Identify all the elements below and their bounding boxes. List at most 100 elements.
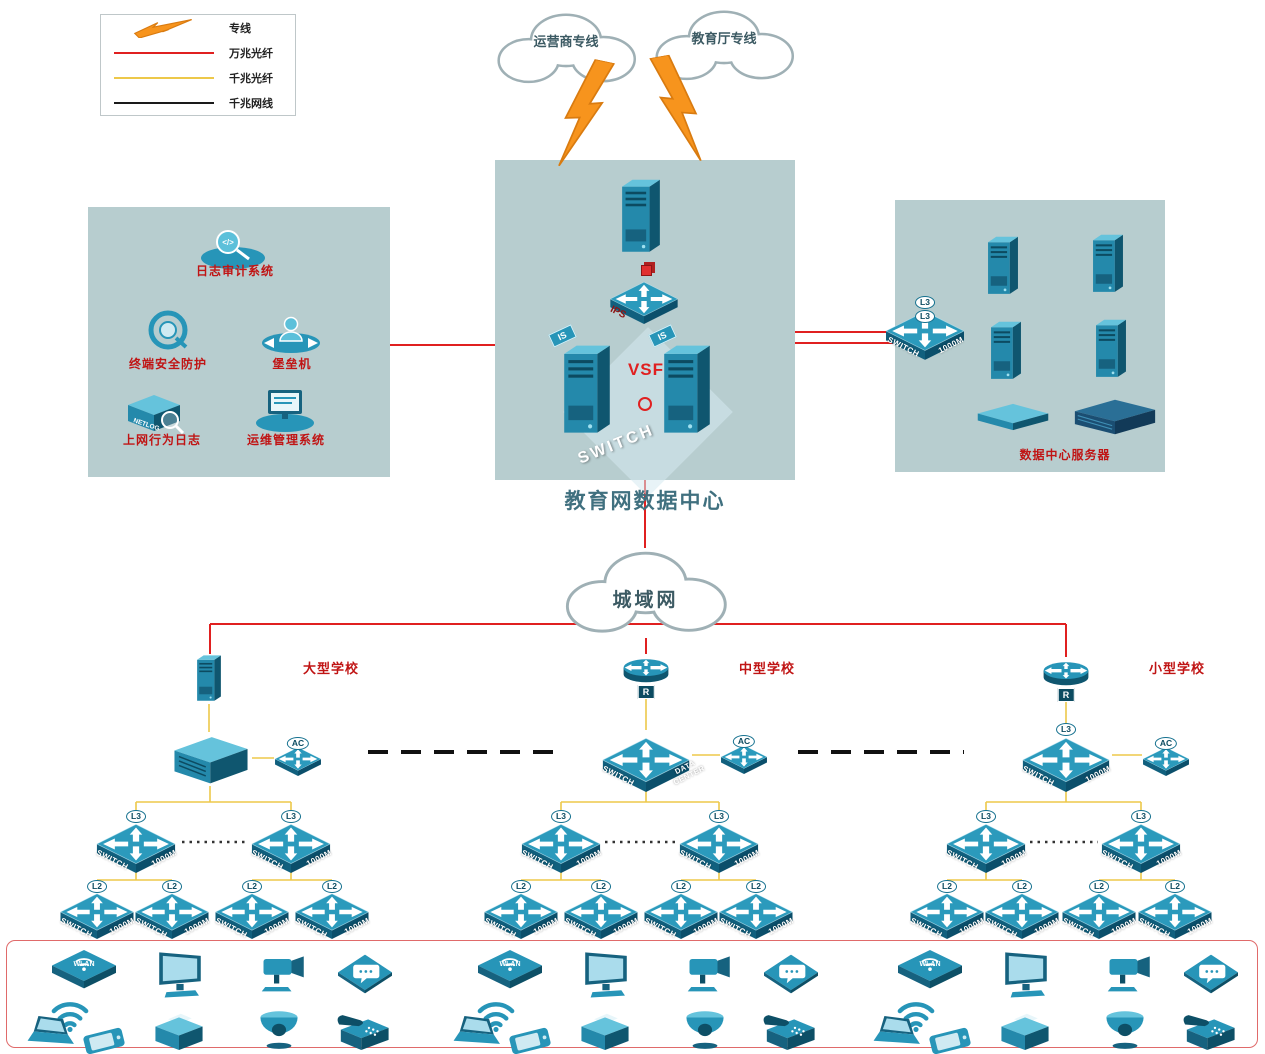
smartphone-icon[interactable] — [506, 1026, 554, 1054]
wlan-label: WLAN — [73, 960, 95, 968]
l3-switch[interactable]: L3 SWITCH 1000M — [250, 810, 333, 873]
dc-server-4[interactable] — [1088, 313, 1134, 381]
switch-layer-badge: L2 — [162, 880, 182, 893]
l2-switch[interactable]: L2 SWITCH 1000M — [214, 880, 291, 939]
l2-switch[interactable]: L2 SWITCH 1000M — [134, 880, 211, 939]
switch-icon — [134, 885, 210, 939]
legend-label: 千兆光纤 — [229, 72, 273, 85]
l3-switch[interactable]: L3 SWITCH 1000M — [1100, 810, 1183, 873]
education-line-cloud[interactable]: 教育厅专线 — [645, 2, 803, 90]
l3-switch[interactable]: L3 SWITCH 1000M — [678, 810, 761, 873]
wireless-ap-icon[interactable]: WLAN — [478, 948, 542, 994]
l2-switch[interactable]: L2 SWITCH 1000M — [1137, 880, 1214, 939]
l2-switch[interactable]: L2 SWITCH 1000M — [294, 880, 371, 939]
ops-management-icon[interactable] — [252, 386, 318, 434]
net-behavior-log-label: 上网行为日志 — [122, 433, 201, 447]
wireless-ap-icon[interactable]: WLAN — [52, 948, 116, 994]
l2-switch[interactable]: L2 SWITCH 1000M — [59, 880, 136, 939]
dome-camera-icon[interactable] — [682, 1008, 728, 1050]
ptz-camera-icon[interactable] — [252, 952, 310, 994]
wlan-label: WLAN — [919, 960, 941, 968]
large-school-server-icon[interactable] — [190, 650, 228, 704]
printer-icon[interactable] — [150, 1010, 208, 1052]
desk-phone-icon[interactable] — [1180, 1014, 1238, 1052]
messaging-icon[interactable] — [1184, 954, 1238, 994]
dome-camera-icon[interactable] — [256, 1008, 302, 1050]
switch-layer-badge: L2 — [746, 880, 766, 893]
switch-icon — [643, 885, 719, 939]
dc-storage-array[interactable] — [975, 402, 1051, 432]
messaging-icon[interactable] — [764, 954, 818, 994]
l2-switch[interactable]: L2 SWITCH 1000M — [643, 880, 720, 939]
medium-school-ac-controller[interactable]: AC — [720, 735, 768, 774]
vsf-label: VSF — [627, 360, 665, 379]
switch-icon — [59, 885, 135, 939]
desk-phone-icon[interactable] — [760, 1014, 818, 1052]
l2-switch[interactable]: L2 SWITCH 1000M — [483, 880, 560, 939]
small-school-router[interactable]: R — [1038, 653, 1094, 702]
dc-server-1[interactable] — [980, 230, 1026, 298]
l3-switch[interactable]: L3 SWITCH 1000M — [945, 810, 1028, 873]
l3-switch[interactable]: L3 SWITCH 1000M — [95, 810, 178, 873]
carrier-line-cloud[interactable]: 运营商专线 — [487, 5, 645, 93]
switch-layer-badge: L3 — [915, 296, 935, 309]
dc-server-3[interactable] — [983, 315, 1029, 383]
switch-icon — [909, 885, 985, 939]
l2-switch[interactable]: L2 SWITCH 1000M — [984, 880, 1061, 939]
laptop-icon[interactable] — [868, 1016, 924, 1050]
core-server-right[interactable]: IS — [648, 324, 716, 441]
endpoint-devices-box — [6, 940, 1258, 1048]
ptz-camera-icon[interactable] — [1098, 952, 1156, 994]
vsf-link-icon — [638, 397, 652, 411]
core-server-left[interactable]: IS — [548, 324, 616, 441]
laptop-icon[interactable] — [448, 1016, 504, 1050]
switch-layer-badge: L2 — [1089, 880, 1109, 893]
wireless-ap-icon[interactable]: WLAN — [898, 948, 962, 994]
medium-school-router[interactable]: R — [618, 650, 674, 699]
laptop-icon[interactable] — [22, 1016, 78, 1050]
bastion-host-icon[interactable] — [258, 313, 324, 355]
l2-switch[interactable]: L2 SWITCH 1000M — [909, 880, 986, 939]
dc-core-l3-switch[interactable]: L3 L3 SWITCH 1000M — [886, 296, 965, 360]
l3-switch[interactable]: L3 SWITCH 1000M — [520, 810, 603, 873]
large-school-core-switch[interactable] — [170, 730, 252, 786]
net-behavior-log-icon[interactable]: NETLOG — [120, 390, 188, 436]
man-cloud[interactable]: 城域网 — [533, 543, 758, 643]
log-audit-label: 日志审计系统 — [195, 264, 274, 278]
legend-row-1g-fiber: 千兆光纤 — [101, 65, 295, 90]
desktop-monitor-icon[interactable] — [152, 950, 208, 998]
switch-icon — [294, 885, 370, 939]
wlan-label: WLAN — [499, 960, 521, 968]
switch-layer-badge: L3 — [976, 810, 996, 823]
desktop-monitor-icon[interactable] — [578, 950, 634, 998]
dc-server-2[interactable] — [1085, 228, 1131, 296]
messaging-icon[interactable] — [338, 954, 392, 994]
lightning-sample-icon — [111, 18, 217, 38]
desktop-monitor-icon[interactable] — [998, 950, 1054, 998]
small-school-ac-controller[interactable]: AC — [1142, 737, 1190, 776]
l2-switch[interactable]: L2 SWITCH 1000M — [563, 880, 640, 939]
smartphone-icon[interactable] — [80, 1026, 128, 1054]
dome-camera-icon[interactable] — [1102, 1008, 1148, 1050]
l2-switch[interactable]: L2 SWITCH 1000M — [718, 880, 795, 939]
switch-layer-badge: L2 — [87, 880, 107, 893]
switch-layer-badge: L3 — [551, 810, 571, 823]
ips-device[interactable]: IPS — [606, 265, 682, 324]
switch-icon — [1020, 728, 1112, 792]
dc-rack-server[interactable] — [1072, 398, 1158, 436]
ips-module-icon — [640, 265, 652, 276]
medium-school-core-switch[interactable]: SWITCH DATA CENTER — [600, 728, 706, 792]
l2-switch[interactable]: L2 SWITCH 1000M — [1061, 880, 1138, 939]
small-school-core-switch[interactable]: L3 SWITCH 1000M — [1020, 723, 1112, 792]
ptz-camera-icon[interactable] — [678, 952, 736, 994]
smartphone-icon[interactable] — [926, 1026, 974, 1054]
printer-icon[interactable] — [576, 1010, 634, 1052]
terminal-protection-icon[interactable] — [140, 308, 196, 354]
switch-layer-badge: L3 — [281, 810, 301, 823]
printer-icon[interactable] — [996, 1010, 1054, 1052]
large-school-ac-controller[interactable]: AC — [274, 737, 322, 776]
firewall-icon[interactable] — [617, 168, 665, 260]
switch-icon — [984, 885, 1060, 939]
server-panel-title: 数据中心服务器 — [1019, 448, 1111, 462]
desk-phone-icon[interactable] — [334, 1014, 392, 1052]
